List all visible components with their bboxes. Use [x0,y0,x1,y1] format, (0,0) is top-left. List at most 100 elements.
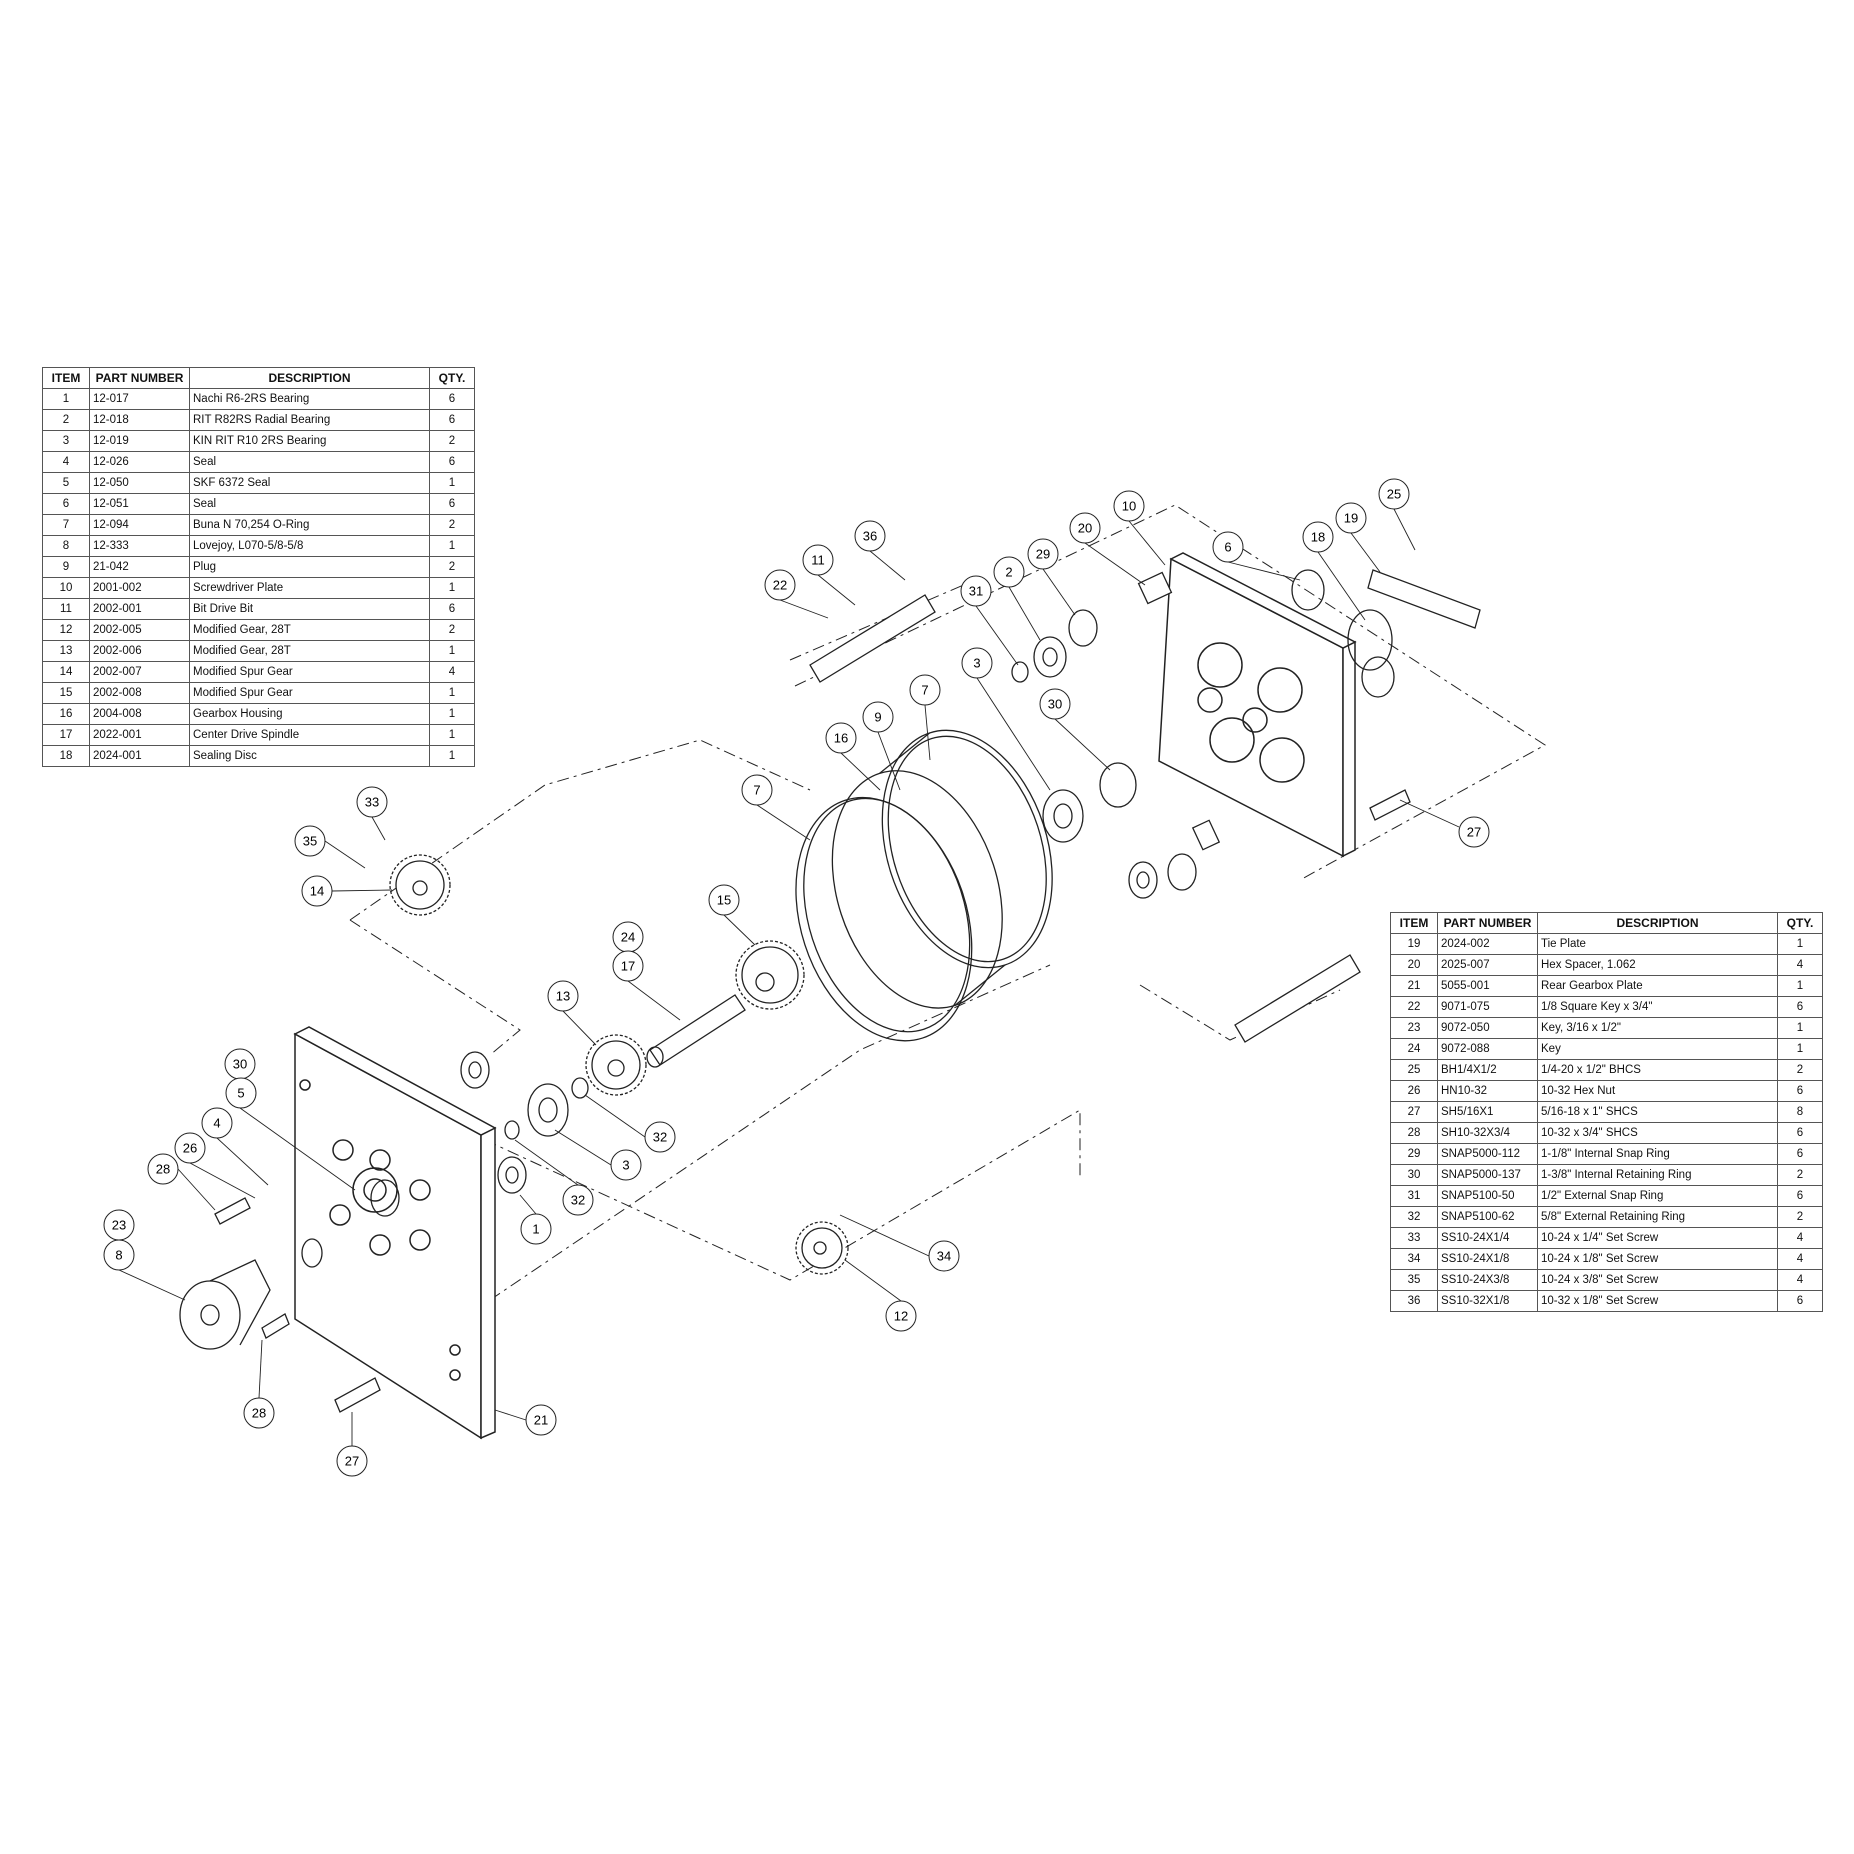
callout-number: 8 [115,1248,122,1263]
cell-qty: 4 [429,661,475,683]
cell-description: Modified Gear, 28T [189,640,430,662]
cell-part-number: BH1/4X1/2 [1437,1059,1538,1081]
gearbox-housing [795,729,1053,1042]
cell-part-number: 2022-001 [89,724,190,746]
cell-qty: 6 [1777,1185,1823,1207]
callout-balloon: 28 [147,1153,179,1185]
cell-description: 10-24 x 1/8" Set Screw [1537,1248,1778,1270]
callout-number: 10 [1122,499,1136,514]
cell-description: Key [1537,1038,1778,1060]
callout-circle [928,1240,960,1272]
callout-number: 32 [571,1193,585,1208]
callout-number: 22 [773,578,787,593]
callout-circle [147,1153,179,1185]
callout-number: 36 [863,529,877,544]
cell-item: 6 [42,493,90,515]
cell-item: 27 [1390,1101,1438,1123]
lovejoy-coupling [179,1259,271,1350]
callout-number: 27 [345,1454,359,1469]
cell-part-number: 2002-005 [89,619,190,641]
callout-balloon: 28 [243,1397,275,1429]
cell-description: Center Drive Spindle [189,724,430,746]
callout-number: 30 [1048,697,1062,712]
cell-part-number: SNAP5000-137 [1437,1164,1538,1186]
callout-balloon: 15 [708,884,740,916]
cell-qty: 6 [429,493,475,515]
spur-gear-15 [735,940,805,1010]
callout-number: 27 [1467,825,1481,840]
cell-part-number: SNAP5100-50 [1437,1185,1538,1207]
callout-number: 18 [1311,530,1325,545]
cell-item: 8 [42,535,90,557]
cell-description: 1-1/8" Internal Snap Ring [1537,1143,1778,1165]
cell-description: 1/8 Square Key x 3/4" [1537,996,1778,1018]
callout-number: 21 [534,1413,548,1428]
cell-qty: 1 [429,535,475,557]
callout-circle [909,674,941,706]
cell-description: 1/4-20 x 1/2" BHCS [1537,1059,1778,1081]
cell-description: 1-3/8" Internal Retaining Ring [1537,1164,1778,1186]
callout-circle [993,556,1025,588]
cell-qty: 2 [1777,1206,1823,1228]
cell-part-number: 2004-008 [89,703,190,725]
callout-circle [356,786,388,818]
cell-description: Sealing Disc [189,745,430,767]
cell-item: 22 [1390,996,1438,1018]
callout-number: 31 [969,584,983,599]
cell-description: 10-24 x 3/8" Set Screw [1537,1269,1778,1291]
cell-description: Hex Spacer, 1.062 [1537,954,1778,976]
cell-part-number: 12-017 [89,388,190,410]
cell-qty: 1 [1777,1038,1823,1060]
cell-item: 31 [1390,1185,1438,1207]
cell-part-number: 9072-088 [1437,1038,1538,1060]
callout-balloon: 3 [610,1149,642,1181]
callout-number: 13 [556,989,570,1004]
cell-item: 10 [42,577,90,599]
cell-part-number: 2024-002 [1437,933,1538,955]
callout-number: 12 [894,1309,908,1324]
cell-item: 17 [42,724,90,746]
callout-number: 14 [310,884,324,899]
spur-gear-14-body [395,860,445,910]
callout-number: 6 [1224,540,1231,555]
cell-part-number: SS10-24X1/8 [1437,1248,1538,1270]
callout-balloon: 13 [547,980,579,1012]
cell-qty: 4 [1777,1227,1823,1249]
cell-description: Tie Plate [1537,933,1778,955]
callout-number: 32 [653,1130,667,1145]
screws [214,571,1411,1413]
callout-circle [1302,521,1334,553]
callout-number: 29 [1036,547,1050,562]
header-qty: QTY. [1777,912,1823,934]
callout-balloon: 16 [825,722,857,754]
cell-item: 36 [1390,1290,1438,1312]
cell-description: Screwdriver Plate [189,577,430,599]
callout-balloon: 12 [885,1300,917,1332]
cell-description: 10-32 x 3/4" SHCS [1537,1122,1778,1144]
header-item: ITEM [42,367,90,389]
callout-circle [612,950,644,982]
callout-balloon: 18 [1302,521,1334,553]
gear-13 [585,1034,647,1096]
cell-qty: 1 [429,724,475,746]
spur-gear-14 [389,854,451,916]
cell-item: 28 [1390,1122,1438,1144]
cell-part-number: SNAP5000-112 [1437,1143,1538,1165]
tie-plate [1367,569,1481,629]
